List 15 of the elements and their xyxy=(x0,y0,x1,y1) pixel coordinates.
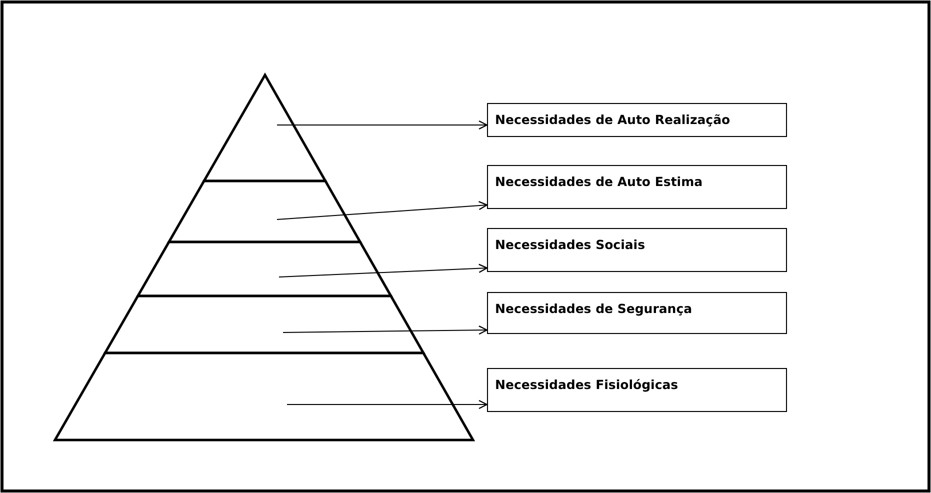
need-box: Necessidades de Auto Realização xyxy=(487,103,787,137)
need-box: Necessidades de Auto Estima xyxy=(487,165,787,209)
need-box: Necessidades Sociais xyxy=(487,228,787,272)
arrow xyxy=(276,200,488,220)
pyramid-level xyxy=(136,240,394,298)
need-box: Necessidades de Segurança xyxy=(487,292,787,334)
pyramid-level xyxy=(102,294,426,354)
arrow xyxy=(286,400,488,410)
arrow xyxy=(282,326,488,335)
pyramid-level xyxy=(166,180,362,244)
pyramid-top-level xyxy=(202,72,328,182)
arrow xyxy=(278,264,488,278)
need-box: Necessidades Fisiológicas xyxy=(487,368,787,412)
pyramid-level xyxy=(52,352,476,442)
arrow xyxy=(276,120,488,130)
